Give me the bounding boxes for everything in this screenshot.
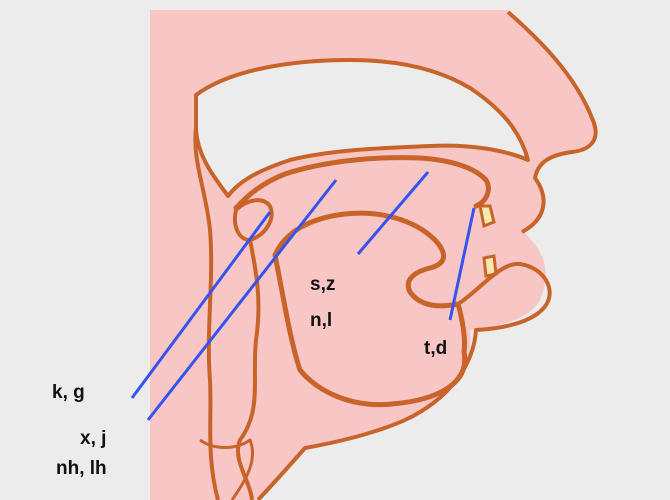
alveolar-label-1: s,z xyxy=(310,274,335,295)
dental-label: t,d xyxy=(424,338,447,359)
upper-teeth xyxy=(480,206,494,226)
palatal-label-1: x, j xyxy=(80,428,106,449)
alveolar-label-2: n,l xyxy=(310,310,332,331)
velar-label: k, g xyxy=(52,382,85,403)
palatal-label-2: nh, lh xyxy=(56,458,107,479)
